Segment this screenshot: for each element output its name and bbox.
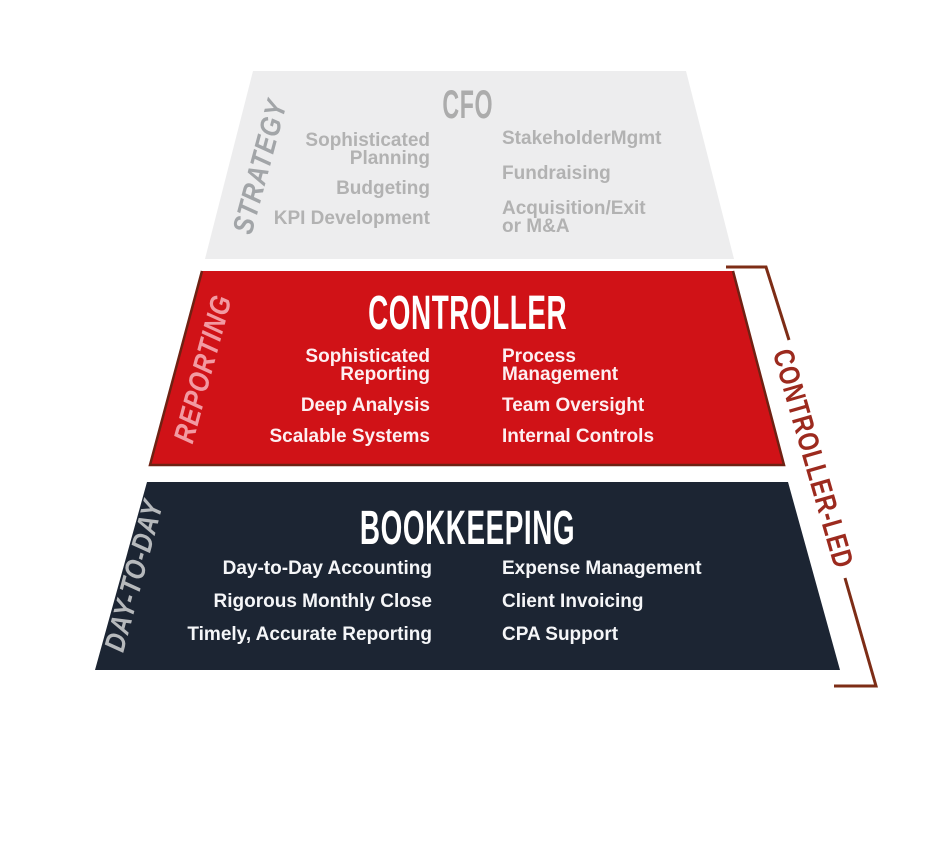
item-line: Sophisticated	[305, 346, 430, 367]
bookkeeping-tier-title-text: BOOKKEEPING	[359, 502, 576, 555]
item-line: Deep Analysis	[300, 395, 430, 416]
bookkeeping-item-client-invoicing: Client Invoicing	[502, 591, 702, 612]
strategy-tier-title: CFO	[0, 85, 935, 125]
item-line: Timely, Accurate Reporting	[187, 624, 432, 645]
bookkeeping-item-day-to-day-accounting: Day-to-Day Accounting	[187, 558, 432, 579]
item-line: Rigorous Monthly Close	[213, 591, 433, 612]
strategy-item-kpi-development: KPI Development	[273, 208, 430, 229]
item-line: Client Invoicing	[502, 591, 644, 612]
reporting-right-column: Process Management Team Oversight Intern…	[502, 346, 655, 459]
item-line: or M&A	[502, 216, 570, 237]
bookkeeping-item-expense-management: Expense Management	[502, 558, 702, 579]
reporting-left-column: Sophisticated Reporting Deep Analysis Sc…	[269, 346, 430, 459]
bracket-bottom-line	[834, 577, 878, 688]
reporting-tier-title: CONTROLLER	[0, 290, 935, 338]
item-line: StakeholderMgmt	[502, 128, 662, 149]
bookkeeping-item-rigorous-monthly-close: Rigorous Monthly Close	[187, 591, 433, 612]
item-line: Process	[502, 346, 576, 367]
item-line: Team Oversight	[502, 395, 645, 416]
item-line: Planning	[349, 148, 430, 169]
bracket-top-line	[726, 265, 791, 341]
reporting-item-process-management: Process Management	[502, 346, 654, 385]
reporting-item-sophisticated-reporting: Sophisticated Reporting	[269, 346, 430, 385]
bookkeeping-tier-title: BOOKKEEPING	[0, 505, 935, 553]
bookkeeping-left-column: Day-to-Day Accounting Rigorous Monthly C…	[187, 558, 433, 659]
strategy-item-stakeholder-mgmt: StakeholderMgmt	[502, 128, 662, 149]
item-line: Reporting	[340, 364, 430, 385]
reporting-tier-outline	[148, 270, 786, 467]
bookkeeping-tier-shape	[95, 482, 840, 670]
reporting-item-team-oversight: Team Oversight	[502, 395, 654, 416]
reporting-tier-title-text: CONTROLLER	[367, 287, 568, 340]
item-line: Scalable Systems	[269, 426, 430, 447]
reporting-item-internal-controls: Internal Controls	[502, 426, 655, 447]
strategy-right-column: StakeholderMgmt Fundraising Acquisition/…	[502, 128, 662, 253]
strategy-tier-shape	[205, 71, 734, 259]
item-line: Sophisticated	[305, 130, 430, 151]
strategy-item-fundraising: Fundraising	[502, 163, 661, 184]
reporting-item-scalable-systems: Scalable Systems	[269, 426, 430, 447]
item-line: Management	[502, 364, 619, 385]
item-line: CPA Support	[502, 624, 619, 645]
bookkeeping-item-timely-accurate-reporting: Timely, Accurate Reporting	[187, 624, 432, 645]
strategy-item-budgeting: Budgeting	[274, 178, 430, 199]
item-line: Internal Controls	[502, 426, 655, 447]
item-line: Expense Management	[502, 558, 702, 579]
reporting-tier-shape	[150, 271, 784, 465]
reporting-item-deep-analysis: Deep Analysis	[269, 395, 430, 416]
item-line: Budgeting	[336, 178, 430, 199]
bookkeeping-right-column: Expense Management Client Invoicing CPA …	[502, 558, 702, 659]
item-line: Fundraising	[502, 163, 611, 184]
strategy-item-acquisition-exit: Acquisition/Exit or M&A	[502, 198, 661, 237]
strategy-tier-title-text: CFO	[442, 83, 493, 127]
strategy-item-sophisticated-planning: Sophisticated Planning	[274, 130, 430, 169]
item-line: Day-to-Day Accounting	[222, 558, 432, 579]
strategy-left-column: Sophisticated Planning Budgeting KPI Dev…	[273, 130, 430, 240]
item-line: KPI Development	[273, 208, 430, 229]
item-line: Acquisition/Exit	[502, 198, 646, 219]
bookkeeping-item-cpa-support: CPA Support	[502, 624, 702, 645]
